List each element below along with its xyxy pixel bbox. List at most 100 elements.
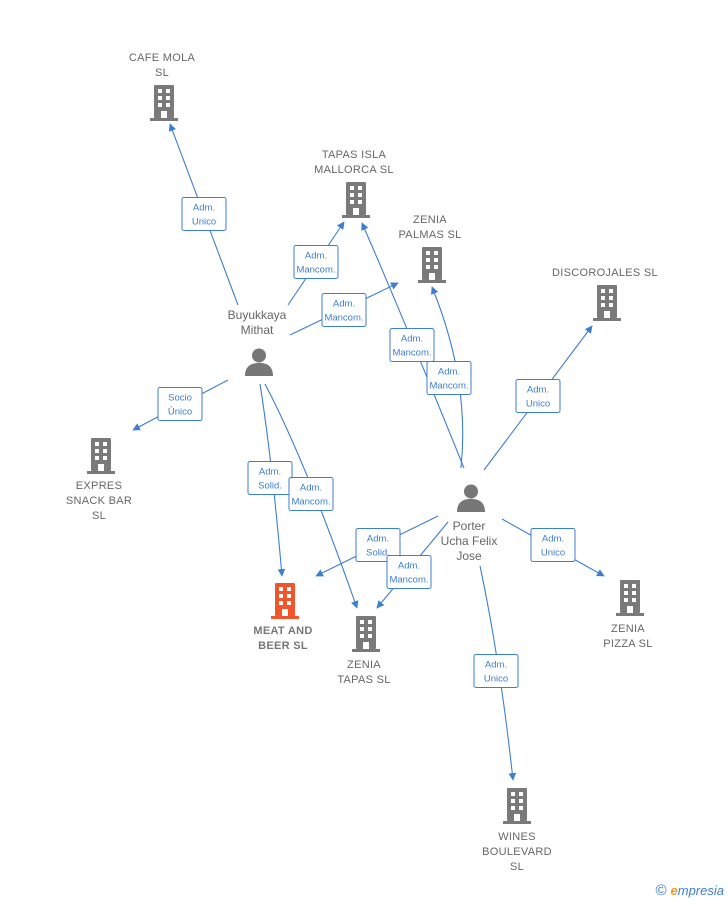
role-badge-porter-tapas-isla[interactable]: Adm. Mancom.	[389, 328, 435, 362]
company-name-line: SL	[510, 861, 524, 873]
role-label: Unico	[526, 399, 550, 410]
role-box	[426, 361, 472, 395]
company-name-line: SL	[155, 67, 169, 79]
company-name-line: PALMAS SL	[398, 229, 461, 241]
company-meat[interactable]: MEAT AND BEER SL	[253, 583, 312, 652]
role-box	[530, 528, 576, 562]
role-label: Adm.	[438, 367, 460, 378]
role-label: Adm.	[398, 561, 420, 572]
role-box	[288, 477, 334, 511]
nodes-layer: CAFE MOLA SL TAPAS ISLA MALLORCA SL ZENIA PAL…	[66, 52, 658, 873]
role-label: Adm.	[527, 385, 549, 396]
role-label: Adm.	[542, 534, 564, 545]
role-label: Adm.	[401, 334, 423, 345]
company-discorojales[interactable]: DISCOROJALES SL	[552, 267, 658, 321]
company-name-line: TAPAS ISLA	[322, 149, 387, 161]
role-label: Mancom.	[389, 575, 428, 586]
role-box	[293, 245, 339, 279]
role-badge-porter-zenia-tapas[interactable]: Adm. Mancom.	[386, 555, 432, 589]
role-label: Adm.	[333, 299, 355, 310]
company-name-line: TAPAS SL	[337, 674, 390, 686]
company-name-line: CAFE MOLA	[129, 52, 196, 64]
role-label: Mancom.	[296, 265, 335, 276]
company-zenia-palmas[interactable]: ZENIA PALMAS SL	[398, 214, 461, 283]
role-badge-buyukkaya-cafe[interactable]: Adm. Unico	[181, 197, 227, 231]
roles-layer: Adm.UnicoAdm.Mancom.Adm.Mancom.SocioÚnic…	[157, 197, 576, 688]
role-label: Mancom.	[392, 348, 431, 359]
person-icon	[457, 484, 485, 512]
company-cafe[interactable]: CAFE MOLA SL	[129, 52, 196, 121]
company-tapas-isla[interactable]: TAPAS ISLA MALLORCA SL	[314, 149, 394, 218]
role-label: Mancom.	[429, 381, 468, 392]
role-label: Adm.	[300, 483, 322, 494]
company-name-line: ZENIA	[413, 214, 447, 226]
building-icon	[87, 438, 115, 474]
company-zenia-tapas[interactable]: ZENIA TAPAS SL	[337, 616, 390, 686]
company-name-line: MEAT AND	[253, 625, 312, 637]
role-badge-porter-zenia-palmas[interactable]: Adm. Mancom.	[426, 361, 472, 395]
copyright-icon: ©	[655, 882, 667, 899]
company-name-line: SL	[92, 510, 106, 522]
company-name-line: ZENIA	[347, 659, 381, 671]
role-badge-porter-discorojales[interactable]: Adm. Unico	[515, 379, 561, 413]
company-name-line: ZENIA	[611, 623, 645, 635]
role-label: Unico	[541, 548, 565, 559]
role-badge-buyukkaya-meat[interactable]: Adm. Solid.	[247, 461, 293, 495]
person-name-line: Jose	[456, 549, 482, 563]
company-name-line: BEER SL	[258, 640, 308, 652]
role-label: Mancom.	[324, 313, 363, 324]
company-name-line: DISCOROJALES SL	[552, 267, 658, 279]
company-name-line: SNACK BAR	[66, 495, 132, 507]
role-label: Solid.	[366, 548, 390, 559]
role-label: Adm.	[259, 467, 281, 478]
role-label: Socio	[168, 393, 192, 404]
building-icon	[593, 285, 621, 321]
role-label: Adm.	[367, 534, 389, 545]
person-name-line: Porter	[453, 519, 486, 533]
building-icon	[616, 580, 644, 616]
brand-logo-initial: e	[670, 883, 678, 898]
company-name-line: PIZZA SL	[603, 638, 652, 650]
building-icon	[418, 247, 446, 283]
role-label: Adm.	[485, 660, 507, 671]
role-label: Adm.	[193, 203, 215, 214]
role-badge-buyukkaya-zenia-tapas[interactable]: Adm.Mancom.	[288, 477, 334, 511]
role-box	[157, 387, 203, 421]
role-badge-buyukkaya-tapas-isla[interactable]: Adm. Mancom.	[293, 245, 339, 279]
person-icon	[245, 348, 273, 376]
role-box	[473, 654, 519, 688]
role-box	[181, 197, 227, 231]
role-box	[321, 293, 367, 327]
building-icon	[503, 788, 531, 824]
building-icon	[150, 85, 178, 121]
edge-porter-to-tapas-isla	[361, 222, 465, 469]
role-box	[515, 379, 561, 413]
brand-logo-text: mpresia	[677, 883, 724, 898]
person-name-line: Mithat	[241, 323, 274, 337]
company-zenia-pizza[interactable]: ZENIA PIZZA SL	[603, 580, 652, 650]
company-name-line: WINES	[498, 831, 536, 843]
company-name-line: MALLORCA SL	[314, 164, 394, 176]
role-label: Unico	[484, 674, 508, 685]
role-label: Unico	[192, 217, 216, 228]
role-label: Único	[168, 407, 192, 418]
role-badge-porter-wines[interactable]: Adm. Unico	[473, 654, 519, 688]
brand-footer[interactable]: ©empresia	[655, 882, 724, 899]
person-name-line: Buyukkaya	[228, 308, 287, 322]
person-name-line: Ucha Felix	[441, 534, 498, 548]
company-name-line: BOULEVARD	[482, 846, 552, 858]
company-wines[interactable]: WINES BOULEVARD SL	[482, 788, 552, 873]
role-label: Solid.	[258, 481, 282, 492]
building-icon	[271, 583, 299, 619]
role-badge-porter-zenia-pizza[interactable]: Adm. Unico	[530, 528, 576, 562]
role-box	[355, 528, 401, 562]
building-icon	[342, 182, 370, 218]
role-badge-porter-meat[interactable]: Adm. Solid.	[355, 528, 401, 562]
role-label: Adm.	[305, 251, 327, 262]
role-badge-buyukkaya-zenia-palmas[interactable]: Adm. Mancom.	[321, 293, 367, 327]
